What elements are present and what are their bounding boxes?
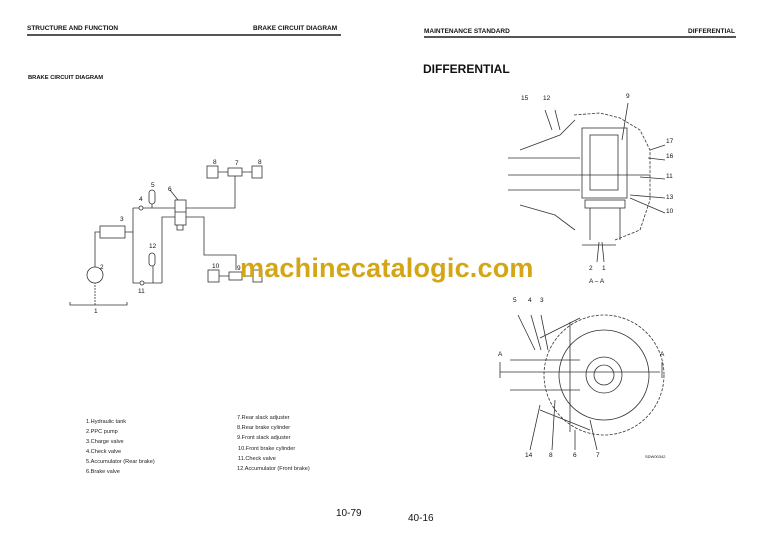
right-page-number: 40-16 [408, 513, 434, 524]
diff-label-12: 12 [543, 95, 551, 102]
legend-item: 1.Hydraulic tank [86, 419, 127, 425]
right-header-rule [424, 36, 736, 38]
label-5: 5 [151, 182, 155, 189]
legend-item: 5.Accumulator (Rear brake) [86, 459, 155, 465]
right-header-section: MAINTENANCE STANDARD [424, 28, 510, 35]
left-header-rule [27, 34, 341, 36]
legend-item: 7.Rear slack adjuster [237, 415, 290, 421]
label-8a: 8 [213, 159, 217, 166]
diff-label-2: 2 [589, 265, 593, 272]
diff-label-9: 9 [626, 93, 630, 100]
diff-label-13: 13 [666, 194, 674, 201]
section-label: A – A [589, 278, 605, 285]
label-12: 12 [149, 243, 157, 250]
label-8b: 8 [258, 159, 262, 166]
diff-label-8: 8 [549, 452, 553, 459]
left-page-number: 10-79 [336, 508, 362, 519]
diff-label-4: 4 [528, 297, 532, 304]
legend-item: 9.Front slack adjuster [237, 435, 291, 441]
left-header-section: STRUCTURE AND FUNCTION [27, 25, 119, 32]
label-11: 11 [138, 288, 145, 295]
diff-label-10: 10 [666, 208, 674, 215]
figure-code: SDW00342 [645, 454, 666, 459]
label-3: 3 [120, 216, 124, 223]
section-marker-a-left: A [498, 351, 503, 358]
label-10: 10 [212, 263, 220, 270]
diff-label-5: 5 [513, 297, 517, 304]
diff-label-6: 6 [573, 452, 577, 459]
section-marker-a-right: A [660, 351, 665, 358]
label-4: 4 [139, 196, 143, 203]
diff-label-15: 15 [521, 95, 529, 102]
diff-label-3: 3 [540, 297, 544, 304]
watermark: machinecatalogic.com [240, 253, 534, 283]
diff-label-7: 7 [596, 452, 600, 459]
diff-label-11: 11 [666, 173, 673, 180]
legend-item: 4.Check valve [86, 449, 122, 455]
diff-label-14: 14 [525, 452, 533, 459]
right-header-topic: DIFFERENTIAL [688, 28, 735, 35]
label-9: 9 [237, 265, 241, 272]
legend-item: 10.Front brake cylinder [238, 446, 296, 452]
label-7: 7 [235, 160, 239, 167]
legend-item: 12.Accumulator (Front brake) [237, 466, 310, 472]
diff-label-17: 17 [666, 138, 674, 145]
label-1: 1 [94, 308, 98, 315]
left-subtitle: BRAKE CIRCUIT DIAGRAM [28, 75, 104, 81]
legend-item: 8.Rear brake cylinder [237, 425, 291, 431]
legend-item: 2.PPC pump [86, 429, 118, 435]
diff-label-16: 16 [666, 153, 674, 160]
label-6: 6 [168, 186, 172, 193]
legend-item: 3.Charge valve [86, 439, 124, 445]
label-2: 2 [100, 264, 104, 271]
right-title: DIFFERENTIAL [423, 62, 510, 76]
legend-item: 11.Check valve [238, 456, 276, 462]
diff-label-1: 1 [602, 265, 606, 272]
legend-item: 6.Brake valve [86, 469, 120, 475]
left-header-topic: BRAKE CIRCUIT DIAGRAM [253, 25, 338, 32]
